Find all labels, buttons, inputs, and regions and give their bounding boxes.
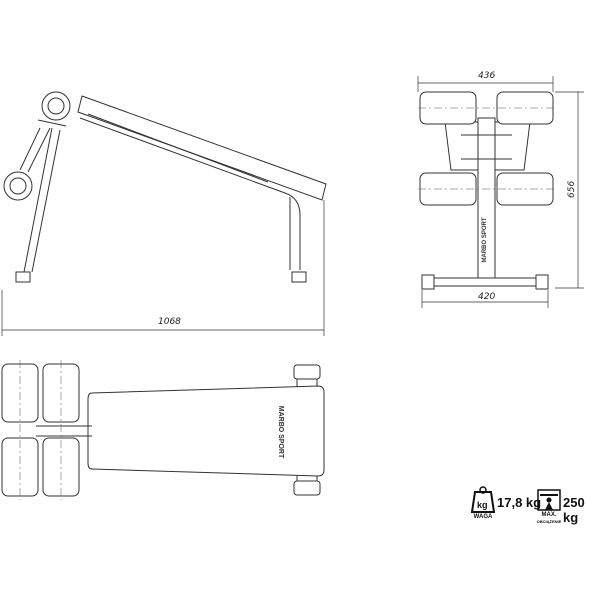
- leg-bracket: [19, 119, 67, 173]
- weight-caption: WAGA: [473, 514, 493, 520]
- width-top-dimension: 436: [478, 71, 495, 81]
- front-foot: [15, 271, 31, 283]
- weight-icon-label: kg: [477, 500, 488, 510]
- front-roller-lower: [3, 171, 33, 201]
- front-view: MARBO SPORT: [417, 76, 584, 308]
- rear-frame-tube: [79, 117, 301, 270]
- length-dimension: 1068: [158, 317, 181, 327]
- width-base-dimension: 420: [478, 292, 495, 302]
- weight-value: 17,8 kg: [497, 495, 542, 510]
- max-load-icon: [537, 489, 561, 511]
- bench-pad-top: [87, 385, 325, 477]
- front-roller-upper: [41, 91, 71, 121]
- top-view: MARBO SPORT: [1, 360, 325, 500]
- max-load-subcaption: OBCIĄŻENIE: [536, 519, 562, 524]
- side-view: [1, 91, 327, 336]
- front-leg: [23, 127, 61, 273]
- base-bar: [421, 277, 549, 287]
- logo-top: MARBO SPORT: [277, 406, 284, 459]
- rear-foot: [291, 271, 307, 283]
- max-load-value: 250 kg: [563, 495, 585, 525]
- bench-pad-side: [77, 95, 327, 201]
- weight-icon: [470, 486, 496, 513]
- height-dimension: 656: [567, 181, 577, 198]
- logo-front: MARBO SPORT: [482, 217, 488, 262]
- max-load-caption: MAX.: [541, 512, 557, 518]
